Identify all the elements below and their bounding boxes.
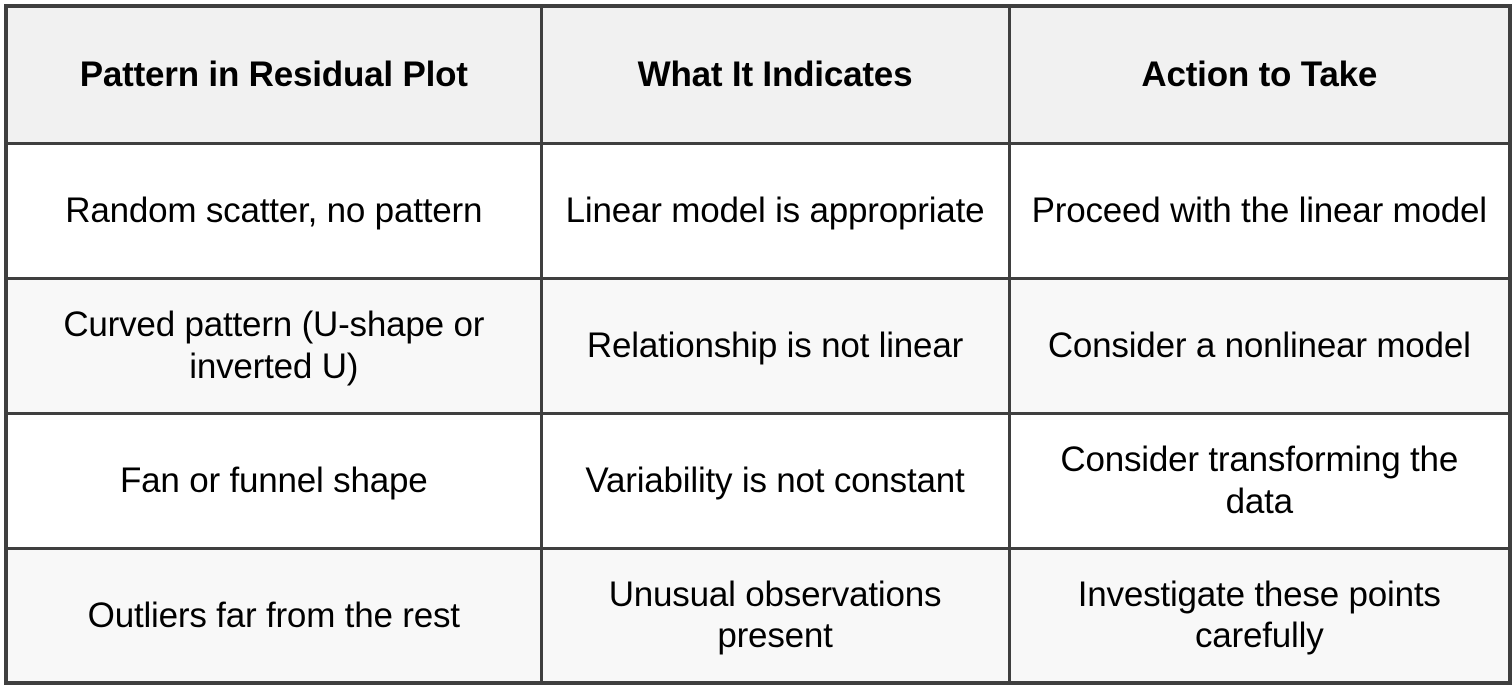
table-row: Fan or funnel shape Variability is not c…: [4, 411, 1512, 550]
cell-indicates: Variability is not constant: [539, 411, 1011, 550]
cell-pattern: Random scatter, no pattern: [4, 141, 543, 280]
residual-pattern-table-container: Pattern in Residual Plot What It Indicat…: [4, 4, 1512, 685]
cell-action: Proceed with the linear model: [1007, 141, 1512, 280]
cell-action: Investigate these points carefully: [1007, 546, 1512, 685]
table-header-row: Pattern in Residual Plot What It Indicat…: [4, 4, 1512, 145]
cell-indicates: Unusual observations present: [539, 546, 1011, 685]
cell-action: Consider transforming the data: [1007, 411, 1512, 550]
cell-indicates: Relationship is not linear: [539, 276, 1011, 415]
table-row: Curved pattern (U-shape or inverted U) R…: [4, 276, 1512, 415]
table-row: Outliers far from the rest Unusual obser…: [4, 546, 1512, 685]
cell-action: Consider a nonlinear model: [1007, 276, 1512, 415]
cell-indicates: Linear model is appropriate: [539, 141, 1011, 280]
table-row: Random scatter, no pattern Linear model …: [4, 141, 1512, 280]
table-body: Random scatter, no pattern Linear model …: [4, 141, 1512, 685]
cell-pattern: Curved pattern (U-shape or inverted U): [4, 276, 543, 415]
cell-pattern: Outliers far from the rest: [4, 546, 543, 685]
residual-pattern-table: Pattern in Residual Plot What It Indicat…: [4, 4, 1512, 685]
column-header-indicates: What It Indicates: [539, 4, 1011, 145]
column-header-pattern: Pattern in Residual Plot: [4, 4, 543, 145]
column-header-action: Action to Take: [1007, 4, 1512, 145]
table-header: Pattern in Residual Plot What It Indicat…: [4, 4, 1512, 145]
cell-pattern: Fan or funnel shape: [4, 411, 543, 550]
